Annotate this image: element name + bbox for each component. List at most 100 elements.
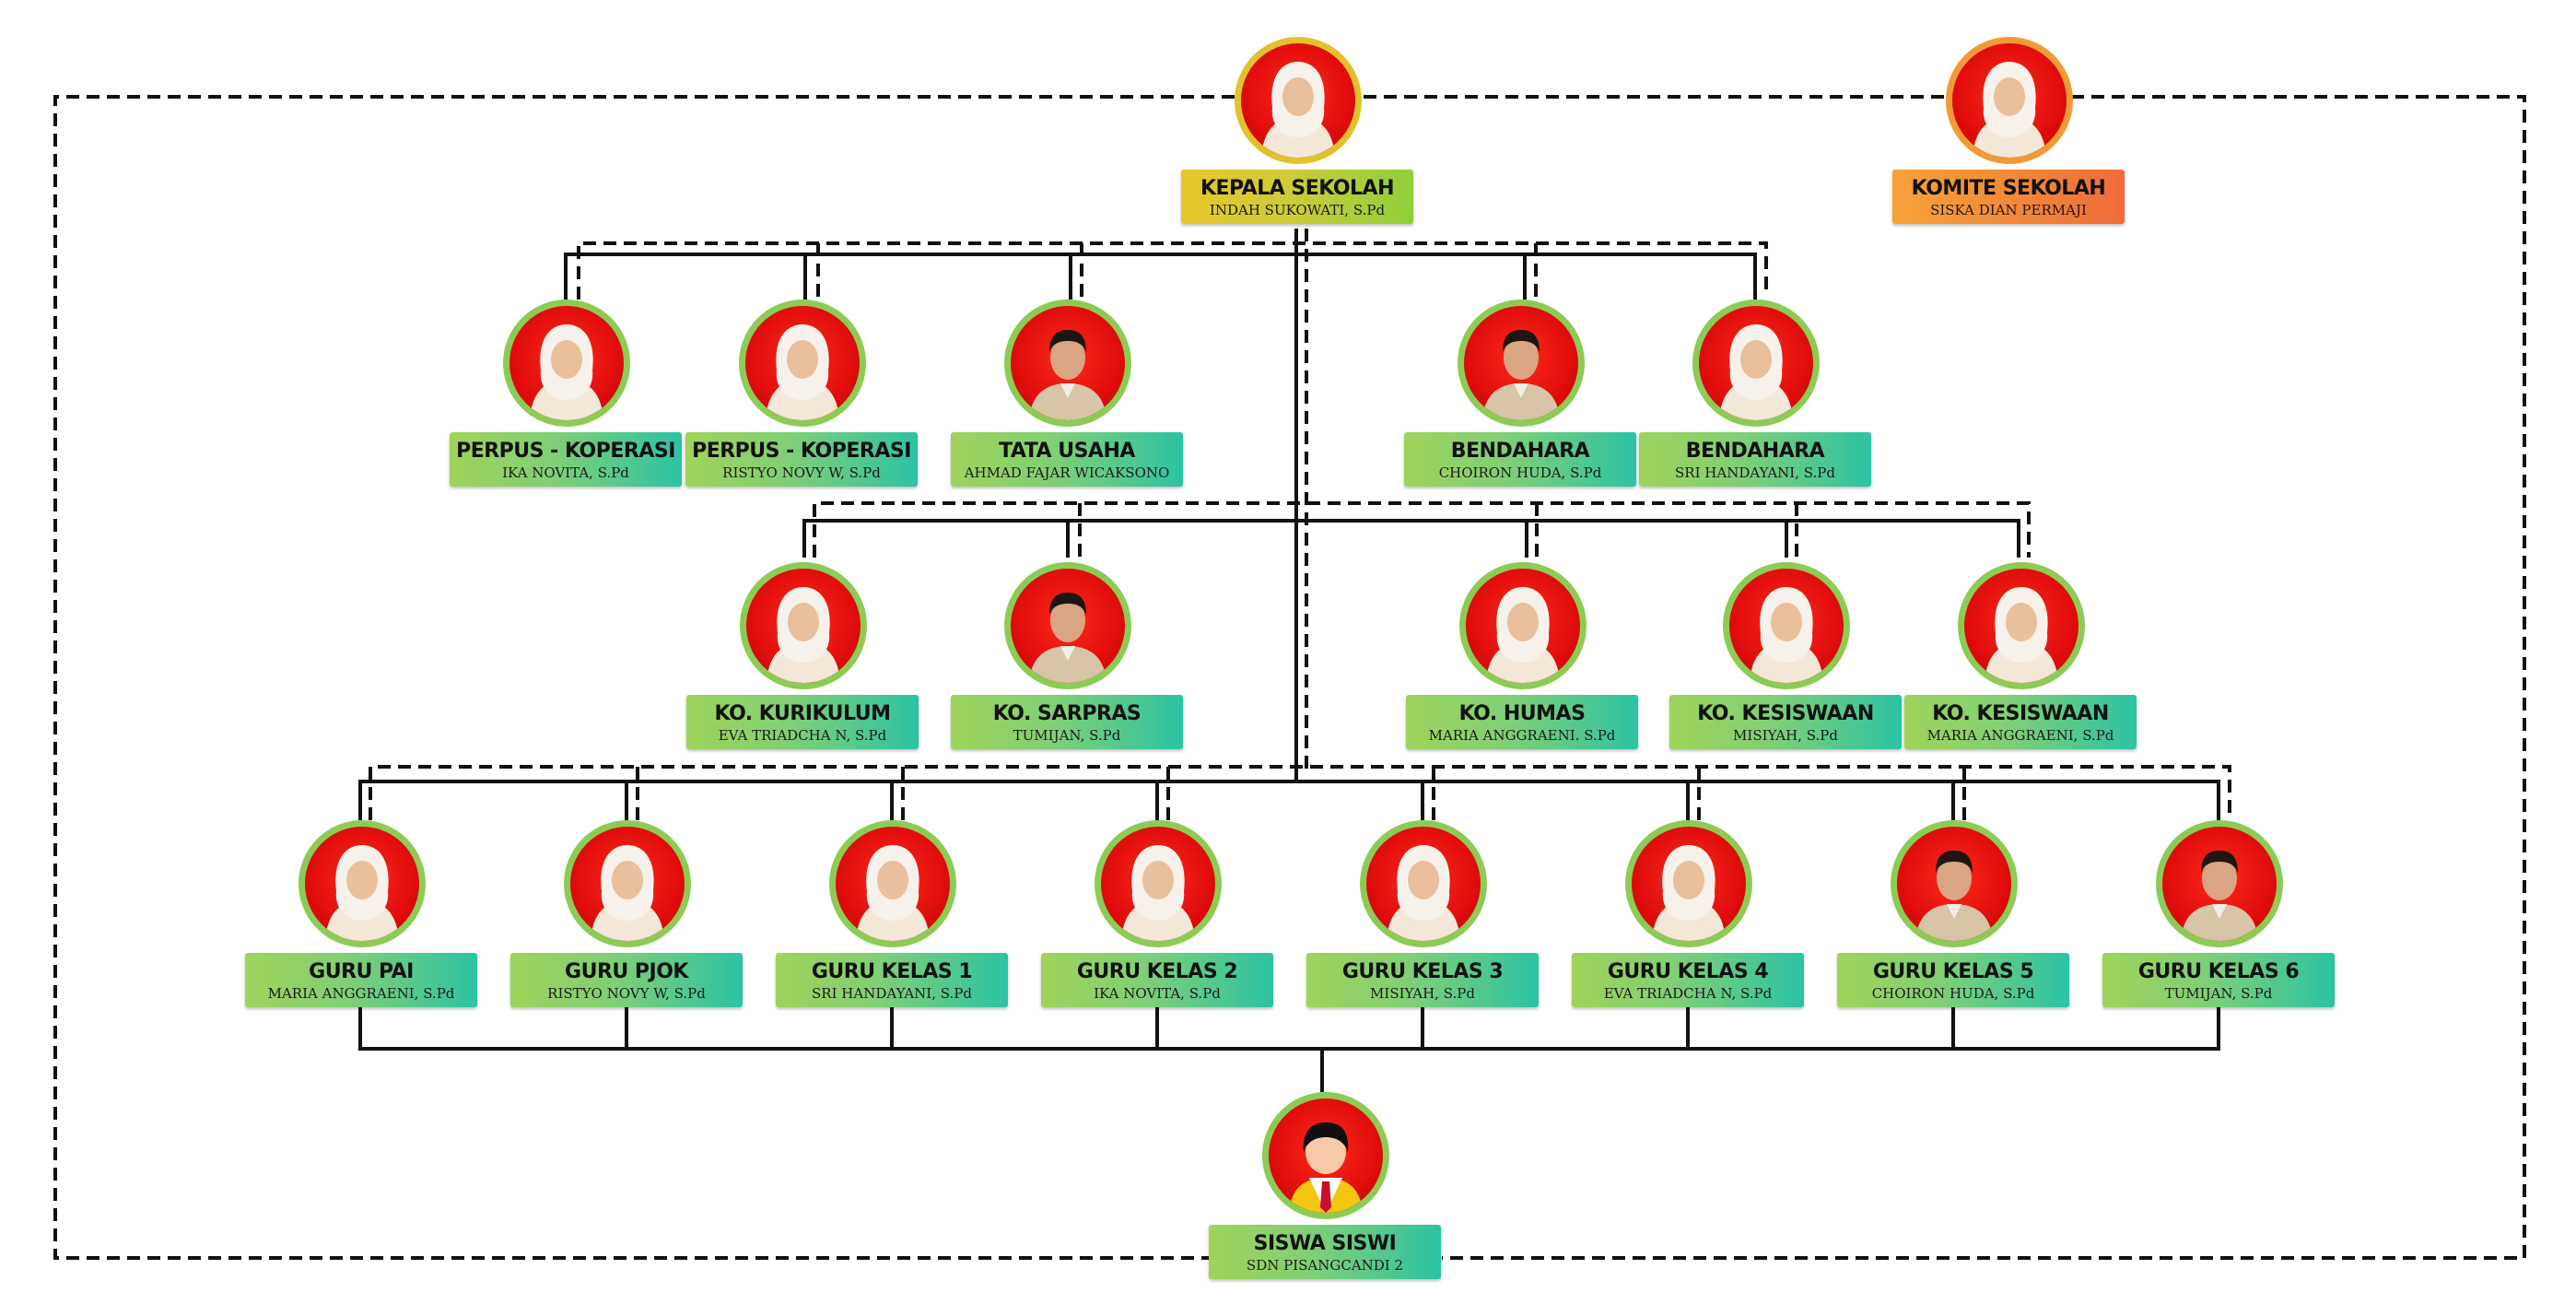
node-guru-kelas-1[interactable]: GURU KELAS 1 SRI HANDAYANI, S.Pd — [776, 820, 1008, 1007]
node-title: GURU KELAS 2 — [1076, 960, 1238, 983]
node-name: IKA NOVITA, S.Pd — [1094, 985, 1221, 1002]
node-title: BENDAHARA — [1685, 440, 1825, 463]
node-kepala-sekolah[interactable]: KEPALA SEKOLAH INDAH SUKOWATI, S.Pd — [1181, 37, 1413, 224]
perpus2-photo — [739, 300, 866, 427]
komite-dashed-right — [1442, 95, 2526, 1260]
node-name: TUMIJAN, S.Pd — [1013, 727, 1121, 744]
guru-pjok-photo — [564, 820, 691, 947]
perpus1-photo — [503, 300, 630, 427]
woman-hijab-icon — [746, 569, 861, 683]
bendahara1-label: BENDAHARA CHOIRON HUDA, S.Pd — [1404, 432, 1636, 487]
node-tata-usaha[interactable]: TATA USAHA AHMAD FAJAR WICAKSONO — [951, 300, 1183, 487]
node-title: PERPUS - KOPERASI — [456, 440, 675, 463]
guru-kelas3-photo — [1360, 820, 1487, 947]
woman-hijab-icon — [1241, 43, 1355, 158]
node-name: MISIYAH, S.Pd — [1733, 727, 1838, 744]
woman-hijab-icon — [570, 827, 685, 941]
guru-pai-label: GURU PAI MARIA ANGGRAENI, S.Pd — [245, 953, 477, 1007]
node-name: SDN PISANGCANDI 2 — [1246, 1257, 1404, 1274]
node-name: MARIA ANGGRAENI, S.Pd — [1926, 727, 2114, 744]
node-title: KO. KESISWAAN — [1697, 702, 1874, 725]
woman-hijab-icon — [305, 827, 419, 941]
guru-kelas6-label: GURU KELAS 6 TUMIJAN, S.Pd — [2102, 953, 2335, 1007]
guru-kelas4-photo — [1625, 820, 1752, 947]
node-name: RISTYO NOVY W, S.Pd — [547, 985, 706, 1002]
kepala-label: KEPALA SEKOLAH INDAH SUKOWATI, S.Pd — [1181, 170, 1413, 224]
woman-hijab-icon — [1952, 43, 2067, 158]
node-ko-humas[interactable]: KO. HUMAS MARIA ANGGRAENI. S.Pd — [1406, 562, 1638, 749]
level1-dashed — [577, 241, 1768, 300]
node-title: SISWA SISWI — [1253, 1232, 1397, 1255]
node-title: KO. HUMAS — [1458, 702, 1586, 725]
node-name: MISIYAH, S.Pd — [1370, 985, 1475, 1002]
node-perpus-koperasi-2[interactable]: PERPUS - KOPERASI RISTYO NOVY W, S.Pd — [685, 300, 918, 487]
woman-hijab-icon — [1632, 827, 1746, 941]
node-guru-kelas-3[interactable]: GURU KELAS 3 MISIYAH, S.Pd — [1306, 820, 1539, 1007]
node-title: KEPALA SEKOLAH — [1200, 177, 1395, 200]
woman-hijab-icon — [1964, 569, 2078, 683]
node-name: MARIA ANGGRAENI, S.Pd — [267, 985, 455, 1002]
node-bendahara-2[interactable]: BENDAHARA SRI HANDAYANI, S.Pd — [1639, 300, 1871, 487]
guru-kelas5-label: GURU KELAS 5 CHOIRON HUDA, S.Pd — [1837, 953, 2069, 1007]
level2-dashed — [813, 501, 2031, 558]
man-icon — [2162, 827, 2277, 941]
node-guru-kelas-6[interactable]: GURU KELAS 6 TUMIJAN, S.Pd — [2102, 820, 2335, 1007]
node-name: EVA TRIADCHA N, S.Pd — [718, 727, 887, 744]
node-title: KO. KURIKULUM — [714, 702, 891, 725]
woman-hijab-icon — [1699, 306, 1813, 420]
level3-dashed — [369, 765, 2231, 820]
node-bendahara-1[interactable]: BENDAHARA CHOIRON HUDA, S.Pd — [1404, 300, 1636, 487]
node-ko-sarpras[interactable]: KO. SARPRAS TUMIJAN, S.Pd — [951, 562, 1183, 749]
node-guru-kelas-4[interactable]: GURU KELAS 4 EVA TRIADCHA N, S.Pd — [1572, 820, 1804, 1007]
node-guru-pjok[interactable]: GURU PJOK RISTYO NOVY W, S.Pd — [510, 820, 743, 1007]
node-name: MARIA ANGGRAENI. S.Pd — [1428, 727, 1616, 744]
man-icon — [1464, 306, 1578, 420]
node-title: BENDAHARA — [1450, 440, 1590, 463]
ko-kesiswaan2-label: KO. KESISWAAN MARIA ANGGRAENI, S.Pd — [1904, 695, 2137, 749]
node-guru-kelas-5[interactable]: GURU KELAS 5 CHOIRON HUDA, S.Pd — [1837, 820, 2069, 1007]
komite-dashed-border — [53, 95, 1235, 1260]
woman-hijab-icon — [745, 306, 860, 420]
guru-pjok-label: GURU PJOK RISTYO NOVY W, S.Pd — [510, 953, 743, 1007]
man-icon — [1011, 569, 1125, 683]
node-title: GURU KELAS 4 — [1607, 960, 1769, 983]
ko-humas-label: KO. HUMAS MARIA ANGGRAENI. S.Pd — [1406, 695, 1638, 749]
node-title: GURU PJOK — [565, 960, 688, 983]
node-guru-pai[interactable]: GURU PAI MARIA ANGGRAENI, S.Pd — [245, 820, 477, 1007]
guru-kelas2-photo — [1095, 820, 1222, 947]
node-guru-kelas-2[interactable]: GURU KELAS 2 IKA NOVITA, S.Pd — [1041, 820, 1273, 1007]
perpus1-label: PERPUS - KOPERASI IKA NOVITA, S.Pd — [450, 432, 682, 487]
siswa-photo — [1262, 1092, 1389, 1219]
node-name: SRI HANDAYANI, S.Pd — [812, 985, 972, 1002]
node-ko-kurikulum[interactable]: KO. KURIKULUM EVA TRIADCHA N, S.Pd — [686, 562, 919, 749]
ko-kesiswaan1-label: KO. KESISWAAN MISIYAH, S.Pd — [1669, 695, 1902, 749]
node-name: EVA TRIADCHA N, S.Pd — [1603, 985, 1773, 1002]
woman-hijab-icon — [509, 306, 624, 420]
siswa-bus — [358, 1007, 2220, 1051]
node-name: CHOIRON HUDA, S.Pd — [1871, 985, 2035, 1002]
bendahara2-photo — [1692, 300, 1820, 427]
guru-kelas5-photo — [1891, 820, 2018, 947]
woman-hijab-icon — [836, 827, 950, 941]
node-title: GURU KELAS 3 — [1341, 960, 1504, 983]
ko-kurikulum-photo — [740, 562, 867, 689]
node-perpus-koperasi-1[interactable]: PERPUS - KOPERASI IKA NOVITA, S.Pd — [450, 300, 682, 487]
guru-kelas2-label: GURU KELAS 2 IKA NOVITA, S.Pd — [1041, 953, 1273, 1007]
node-siswa-siswi[interactable]: SISWA SISWI SDN PISANGCANDI 2 — [1209, 1092, 1441, 1279]
node-name: RISTYO NOVY W, S.Pd — [722, 464, 881, 481]
node-name: SISKA DIAN PERMAJI — [1930, 202, 2087, 218]
node-ko-kesiswaan-2[interactable]: KO. KESISWAAN MARIA ANGGRAENI, S.Pd — [1904, 562, 2137, 749]
perpus2-label: PERPUS - KOPERASI RISTYO NOVY W, S.Pd — [685, 432, 918, 487]
bendahara2-label: BENDAHARA SRI HANDAYANI, S.Pd — [1639, 432, 1871, 487]
man-icon — [1011, 306, 1125, 420]
node-title: KO. KESISWAAN — [1932, 702, 2109, 725]
student-icon — [1269, 1099, 1383, 1213]
node-komite-sekolah[interactable]: KOMITE SEKOLAH SISKA DIAN PERMAJI — [1892, 37, 2125, 224]
node-ko-kesiswaan-1[interactable]: KO. KESISWAAN MISIYAH, S.Pd — [1669, 562, 1902, 749]
guru-kelas4-label: GURU KELAS 4 EVA TRIADCHA N, S.Pd — [1572, 953, 1804, 1007]
guru-kelas1-photo — [829, 820, 956, 947]
node-name: INDAH SUKOWATI, S.Pd — [1209, 202, 1386, 218]
guru-kelas1-label: GURU KELAS 1 SRI HANDAYANI, S.Pd — [776, 953, 1008, 1007]
tata-usaha-label: TATA USAHA AHMAD FAJAR WICAKSONO — [951, 432, 1183, 487]
